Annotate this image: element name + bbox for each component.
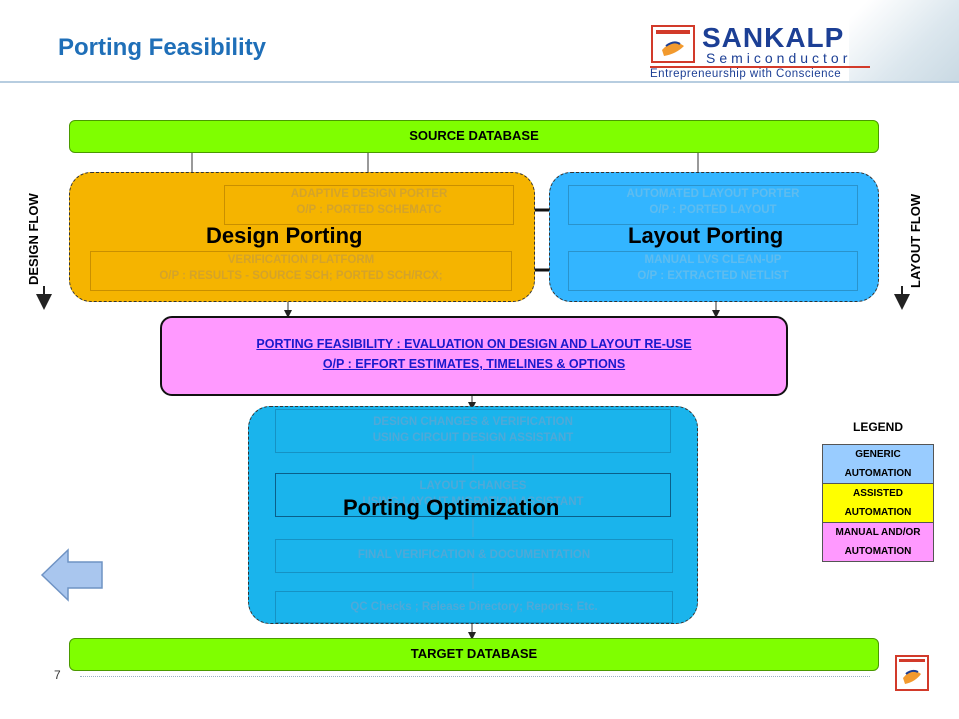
porting-feasibility-output: O/P : EFFORT ESTIMATES, TIMELINES & OPTI… [322, 357, 626, 371]
layout-changes-step: LAYOUT CHANGES USING LAYOUT MIGRATION AS… [275, 473, 671, 517]
back-arrow-icon[interactable] [40, 548, 104, 602]
legend-manual-automation: MANUAL AND/OR AUTOMATION [822, 523, 934, 562]
layout-porting-title: Layout Porting [628, 223, 784, 248]
design-changes-detail: USING CIRCUIT DESIGN ASSISTANT [372, 432, 574, 444]
porting-optimization-panel: DESIGN CHANGES & VERIFICATION USING CIRC… [248, 406, 698, 624]
design-flow-label: DESIGN FLOW [26, 193, 41, 285]
manual-lvs-cleanup-title: MANUAL LVS CLEAN-UP [644, 254, 782, 266]
design-porting-title: Design Porting [206, 223, 363, 248]
legend-title: LEGEND [852, 420, 903, 434]
manual-lvs-cleanup-box: MANUAL LVS CLEAN-UP O/P : EXTRACTED NETL… [568, 251, 858, 291]
adaptive-design-porter-title: ADAPTIVE DESIGN PORTER [290, 188, 448, 200]
legend: LEGEND GENERIC AUTOMATION ASSISTED AUTOM… [822, 420, 934, 562]
adaptive-design-porter-box: ADAPTIVE DESIGN PORTER O/P : PORTED SCHE… [224, 185, 514, 225]
legend-item-label: GENERIC [855, 449, 901, 460]
layout-changes-title: LAYOUT CHANGES [419, 480, 527, 492]
header-divider [0, 81, 959, 83]
adaptive-design-porter-output: O/P : PORTED SCHEMATC [296, 204, 442, 216]
automated-layout-porter-box: AUTOMATED LAYOUT PORTER O/P : PORTED LAY… [568, 185, 858, 225]
porting-optimization-title: Porting Optimization [343, 495, 560, 520]
layout-porting-panel: AUTOMATED LAYOUT PORTER O/P : PORTED LAY… [549, 172, 879, 302]
legend-item-label: ASSISTED [852, 488, 903, 499]
final-verification-step: FINAL VERIFICATION & DOCUMENTATION [275, 539, 673, 573]
legend-item-label: AUTOMATION [844, 468, 912, 479]
layout-changes-detail: USING LAYOUT MIGRATION ASSISTANT [362, 496, 584, 508]
porting-feasibility-box: PORTING FEASIBILITY : EVALUATION ON DESI… [160, 316, 788, 396]
legend-generic-automation: GENERIC AUTOMATION [822, 444, 934, 484]
design-changes-title: DESIGN CHANGES & VERIFICATION [373, 416, 573, 428]
company-logo: SANKALP Semiconductor Entrepreneurship w… [650, 22, 870, 82]
footer-emblem-icon [895, 655, 929, 691]
automated-layout-porter-title: AUTOMATED LAYOUT PORTER [626, 188, 800, 200]
design-porting-panel: ADAPTIVE DESIGN PORTER O/P : PORTED SCHE… [69, 172, 535, 302]
legend-assisted-automation: ASSISTED AUTOMATION [822, 484, 934, 523]
footer-divider [80, 676, 870, 677]
logo-tagline: Entrepreneurship with Conscience [650, 68, 842, 80]
manual-lvs-cleanup-output: O/P : EXTRACTED NETLIST [637, 270, 789, 282]
logo-name: SANKALP [702, 22, 845, 53]
verification-platform-title: VERIFICATION PLATFORM [227, 254, 375, 266]
layout-flow-label: LAYOUT FLOW [908, 193, 923, 288]
verification-platform-output: O/P : RESULTS - SOURCE SCH; PORTED SCH/R… [159, 270, 443, 282]
qc-checks-step: QC Checks ; Release Directory; Reports; … [275, 591, 673, 623]
legend-item-label: AUTOMATION [844, 507, 912, 518]
optimization-step-connectors [472, 455, 474, 589]
legend-item-label: MANUAL AND/OR [835, 527, 921, 538]
chip-decoration [849, 0, 959, 82]
legend-item-label: AUTOMATION [844, 546, 912, 557]
automated-layout-porter-output: O/P : PORTED LAYOUT [649, 204, 777, 216]
design-changes-step: DESIGN CHANGES & VERIFICATION USING CIRC… [275, 409, 671, 453]
source-database-band: SOURCE DATABASE [69, 120, 879, 153]
target-database-band: TARGET DATABASE [69, 638, 879, 671]
logo-rule [650, 66, 870, 68]
sankalp-emblem-icon [651, 25, 695, 63]
page-title: Porting Feasibility [58, 34, 267, 61]
verification-platform-box: VERIFICATION PLATFORM O/P : RESULTS - SO… [90, 251, 512, 291]
logo-subtitle: Semiconductor [706, 50, 852, 66]
porting-feasibility-evaluation: PORTING FEASIBILITY : EVALUATION ON DESI… [256, 337, 692, 351]
page-number: 7 [54, 668, 61, 682]
